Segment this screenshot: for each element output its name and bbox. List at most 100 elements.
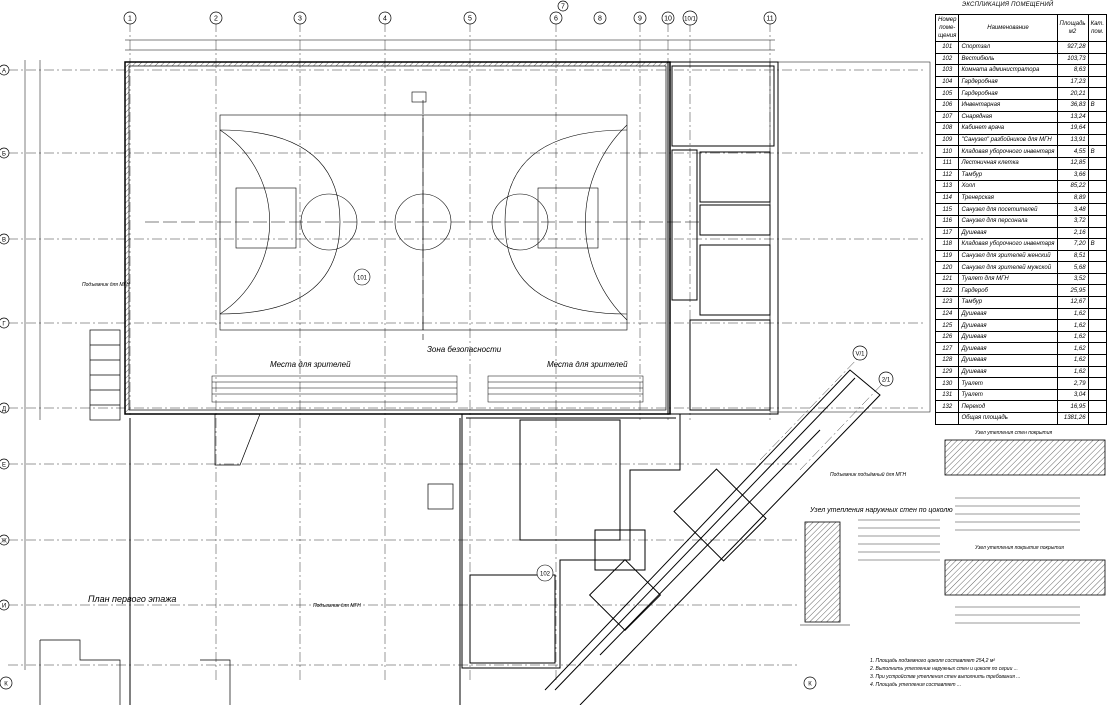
room-number: 113 xyxy=(934,180,960,193)
axis-marker: 5 xyxy=(463,11,477,25)
axis-marker: 4 xyxy=(378,11,392,25)
axis-marker: 3 xyxy=(293,11,307,25)
room-number: 109 xyxy=(934,133,960,147)
room-name: "Санузел" разбойников для МГН xyxy=(958,133,1058,147)
lift-annotation: Подъемник подъёмный для МГН xyxy=(830,471,906,478)
axis-marker: 7 xyxy=(557,0,569,12)
svg-text:10/1: 10/1 xyxy=(684,17,696,23)
node-title: Узел утепления стен покрытия xyxy=(975,430,1053,436)
room-name: Санузел для персонала xyxy=(958,214,1058,228)
room-number: 124 xyxy=(934,307,960,321)
room-area: 3,66 xyxy=(1056,168,1089,182)
room-name: Тамбур xyxy=(958,168,1058,182)
svg-text:8: 8 xyxy=(598,16,602,23)
svg-text:К: К xyxy=(808,682,812,688)
axis-marker: Б xyxy=(0,147,10,159)
header-number: Номер поме- щения xyxy=(934,14,960,42)
svg-text:5: 5 xyxy=(468,16,472,23)
room-category xyxy=(1087,214,1108,228)
room-name: Кабинет врача xyxy=(958,122,1058,135)
room-number: 117 xyxy=(934,226,960,240)
svg-text:3: 3 xyxy=(298,16,302,23)
svg-text:1: 1 xyxy=(128,16,132,23)
room-tags: 101 102 xyxy=(353,268,554,582)
room-tag: 101 xyxy=(353,268,371,286)
svg-text:Е: Е xyxy=(2,463,6,469)
room-category xyxy=(1087,226,1108,240)
axis-marker: Г xyxy=(0,317,10,329)
axis-marker: 11 xyxy=(763,11,777,25)
svg-text:11: 11 xyxy=(766,16,773,23)
axis-markers-top: 1 2 3 4 5 6 7 8 9 10 10/1 11 xyxy=(123,0,777,26)
room-category: В xyxy=(1087,238,1108,251)
room-category xyxy=(1087,168,1108,182)
svg-text:Б: Б xyxy=(2,152,6,158)
seats-left-label: Места для зрителей xyxy=(270,360,351,369)
room-tag: 102 xyxy=(536,564,554,582)
room-area: 3,48 xyxy=(1056,203,1089,216)
axis-marker: И xyxy=(0,599,10,611)
axis-lines xyxy=(8,22,925,680)
axis-marker: 8 xyxy=(593,11,607,25)
room-area: 2,16 xyxy=(1056,226,1089,240)
header-category: Кат. пом. xyxy=(1087,14,1108,42)
axis-marker: Ж xyxy=(0,534,10,546)
axis-marker: Е xyxy=(0,458,10,470)
room-number: 120 xyxy=(934,261,960,274)
seats-right-label: Места для зрителей xyxy=(547,360,628,369)
room-number: 110 xyxy=(934,145,960,158)
axis-marker: К xyxy=(0,676,13,690)
axis-marker: V/1 xyxy=(852,345,868,361)
service-rooms xyxy=(667,61,931,415)
plan-title: План первого этажа xyxy=(88,594,176,604)
dimension-lines xyxy=(24,39,775,670)
note-line: 4. Площадь утепления составляет ... xyxy=(870,682,961,688)
note-line: 1. Площадь подземного цоколя составляет … xyxy=(870,658,995,664)
svg-text:2/1: 2/1 xyxy=(882,378,891,384)
lobby-block xyxy=(461,369,881,705)
explication-title: ЭКСПЛИКАЦИЯ ПОМЕЩЕНИЙ xyxy=(962,2,1054,8)
svg-text:102: 102 xyxy=(540,572,551,578)
lift-annotation: Подъемник для МГН xyxy=(82,282,130,288)
svg-text:В: В xyxy=(2,238,6,244)
room-number: 116 xyxy=(934,214,960,228)
svg-text:И: И xyxy=(2,604,6,610)
header-area: Площадь м2 xyxy=(1056,14,1089,42)
spectator-seating xyxy=(211,375,644,403)
room-number: 108 xyxy=(934,122,960,135)
axis-marker: К xyxy=(803,676,817,690)
svg-text:А: А xyxy=(2,69,6,75)
room-category xyxy=(1087,412,1108,425)
wall-node-details xyxy=(800,439,1106,626)
room-number: 115 xyxy=(934,203,960,216)
axis-markers-left: А Б В Г Д Е Ж И К К xyxy=(0,64,817,690)
room-category xyxy=(1087,133,1108,147)
room-category xyxy=(1087,122,1108,135)
room-number: 101 xyxy=(934,41,960,54)
room-number: 114 xyxy=(934,191,960,205)
room-number: 112 xyxy=(934,168,960,182)
svg-text:Д: Д xyxy=(2,407,6,413)
axis-marker: 9 xyxy=(633,11,647,25)
room-area: 85,22 xyxy=(1056,180,1089,193)
room-number xyxy=(934,412,960,425)
svg-text:2: 2 xyxy=(214,16,218,23)
lift-annotation: Подъемник для МГН xyxy=(313,603,361,609)
axis-marker: 10/1 xyxy=(682,10,698,26)
